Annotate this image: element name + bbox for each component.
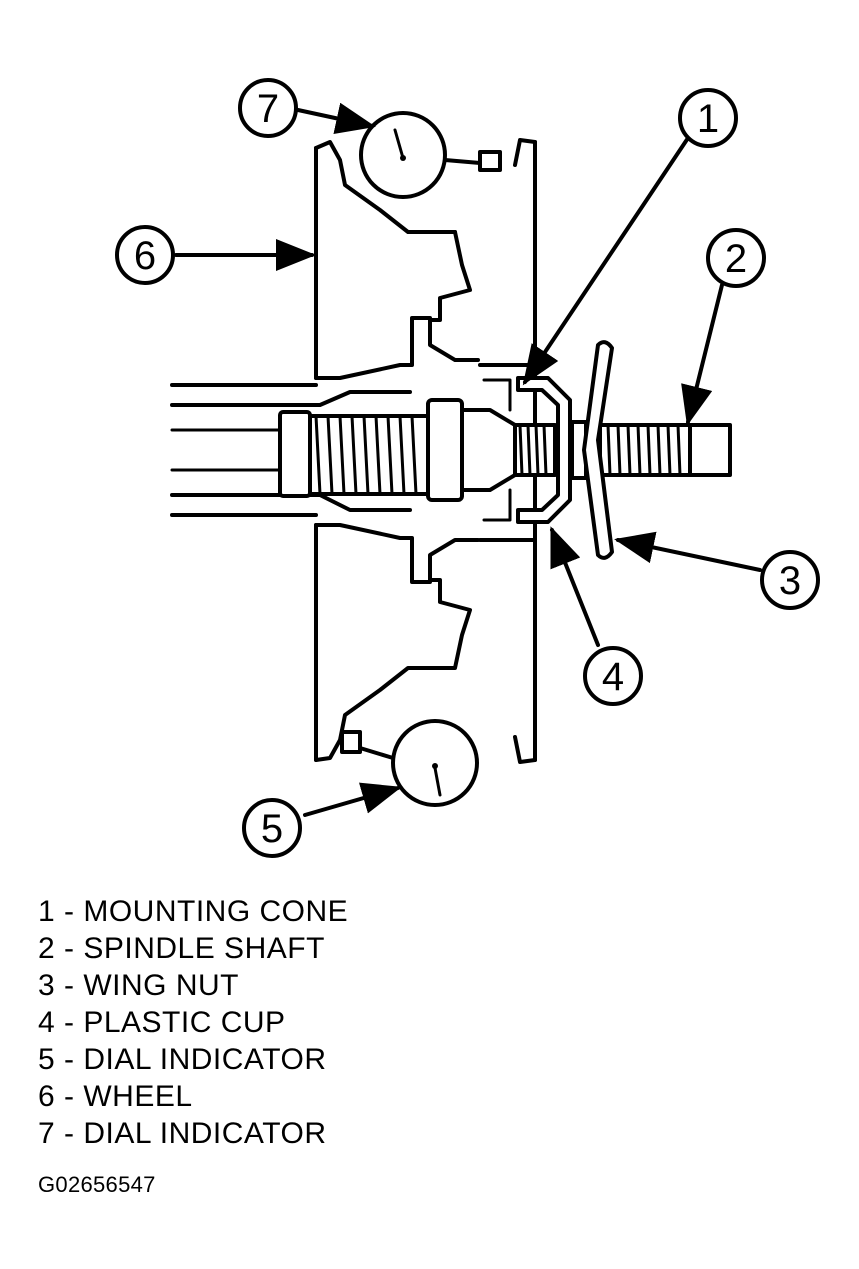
callout-5-number: 5: [261, 807, 283, 851]
wing-nut: [582, 340, 614, 560]
callout-5: 5: [242, 782, 402, 858]
wheel-flange-top: [314, 140, 457, 234]
dial-indicator-bottom: [340, 719, 479, 807]
callout-7: 7: [238, 78, 376, 138]
spindle-end: [688, 423, 732, 477]
callout-4: 4: [550, 526, 643, 706]
wheel-rim-bottom-lip: [513, 735, 537, 764]
dial-indicator-top-needle: [393, 128, 405, 160]
callout-6-number: 6: [134, 234, 156, 278]
callout-1: 1: [522, 88, 738, 386]
mounting-cone: [460, 408, 517, 492]
spring-coils: [314, 414, 418, 496]
legend-item: 1 - MOUNTING CONE: [38, 895, 349, 928]
wheel: [314, 138, 537, 764]
dial-indicator-top: [359, 111, 502, 199]
dial-indicator-top-stem: [443, 158, 482, 165]
callout-4-number: 4: [602, 655, 624, 699]
callout-1-circle: [678, 88, 738, 148]
legend-item: 2 - SPINDLE SHAFT: [38, 932, 325, 965]
dial-indicator-bottom-stem: [358, 746, 395, 760]
spring-collar-left: [278, 410, 312, 498]
legend-item: 3 - WING NUT: [38, 969, 239, 1002]
dial-indicator-bottom-needle: [433, 766, 442, 797]
callout-7-number: 7: [257, 87, 279, 131]
legend: 1 - MOUNTING CONE 2 - SPINDLE SHAFT 3 - …: [38, 893, 348, 1152]
callout-7-leader: [296, 102, 376, 135]
callout-3-leader: [614, 531, 762, 572]
wheel-rim-top-lip: [513, 138, 537, 167]
hub-bore-inner: [482, 378, 512, 522]
dial-indicator-bottom-pivot: [432, 763, 438, 769]
legend-item: 5 - DIAL INDICATOR: [38, 1043, 327, 1076]
wheel-hub-step-lower: [314, 523, 432, 584]
callout-6-circle: [115, 225, 175, 285]
plastic-cup: [516, 376, 572, 524]
callout-4-circle: [583, 646, 643, 706]
centering-spring: [308, 414, 430, 496]
callout-7-circle: [238, 78, 298, 138]
cone-collar: [426, 398, 464, 502]
dial-indicator-top-pivot: [400, 155, 406, 161]
wheel-spoke-upper: [428, 230, 480, 362]
figure-id: G02656547: [38, 1172, 156, 1197]
callout-2-number: 2: [725, 237, 747, 281]
callout-3-circle: [760, 550, 820, 610]
callout-4-leader: [550, 526, 600, 647]
balancer-arbor: [170, 383, 412, 517]
legend-item: 4 - PLASTIC CUP: [38, 1006, 286, 1039]
spindle-thread-lines-inner: [518, 423, 548, 477]
dial-indicator-top-tip: [478, 150, 502, 172]
wheel-balancer-diagram: 1 2 3 4 5 6 7: [115, 78, 820, 858]
spindle-shaft: [513, 420, 732, 480]
callout-5-circle: [242, 798, 302, 858]
legend-item: 6 - WHEEL: [38, 1080, 193, 1113]
callout-1-leader: [522, 136, 690, 386]
callout-6: 6: [115, 225, 316, 285]
arbor-line-5: [170, 493, 412, 512]
callout-3-number: 3: [779, 559, 801, 603]
arbor-line-2: [170, 390, 412, 407]
wheel-hub-step-upper: [314, 316, 432, 380]
callout-2-circle: [706, 228, 766, 288]
callout-1-number: 1: [697, 97, 719, 141]
legend-item: 7 - DIAL INDICATOR: [38, 1117, 327, 1150]
callout-5-leader: [303, 782, 402, 817]
callout-2: 2: [681, 228, 766, 426]
callout-3: 3: [614, 531, 820, 610]
dial-indicator-bottom-tip: [340, 730, 362, 754]
callout-2-leader: [681, 283, 724, 426]
spindle-thread-lines-outer: [606, 423, 682, 477]
spindle-thread-outer: [598, 423, 692, 477]
